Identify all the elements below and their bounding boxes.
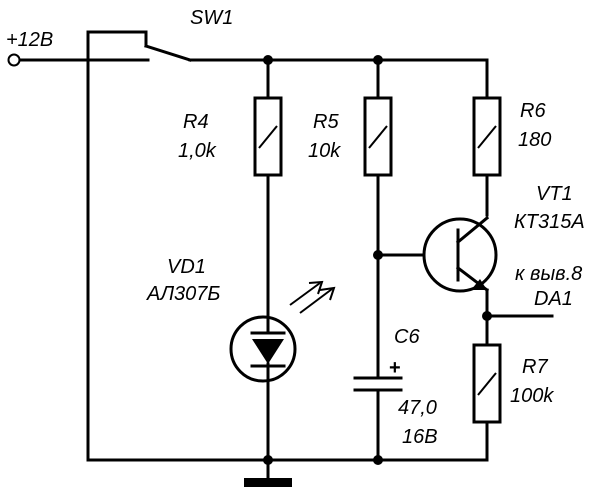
r7-resistor	[472, 343, 502, 424]
r4-ref: R4	[183, 111, 209, 133]
r7-ref: R7	[522, 356, 548, 378]
junction-dot	[373, 55, 383, 65]
c6-ref: C6	[394, 326, 420, 348]
r5-resistor	[363, 96, 393, 177]
output-line2: DA1	[534, 288, 573, 310]
ground-symbol	[244, 478, 292, 487]
c6-voltage: 16В	[402, 426, 438, 448]
power-label: +12В	[6, 29, 53, 51]
c6-value: 47,0	[398, 397, 437, 419]
junction-dot	[263, 55, 273, 65]
power-terminal	[7, 53, 21, 67]
vd1-part: АЛ307Б	[146, 283, 220, 305]
vt1-ref: VT1	[536, 183, 573, 205]
output-line1: к выв.8	[515, 263, 582, 285]
r4-resistor	[253, 96, 283, 177]
r4-value: 1,0k	[178, 140, 217, 162]
r6-ref: R6	[520, 100, 546, 122]
vd1-led	[229, 315, 297, 383]
vt1-part: КТ315А	[514, 211, 585, 233]
junction-dot	[373, 250, 383, 260]
r6-resistor	[472, 96, 502, 177]
switch-ref: SW1	[190, 7, 233, 29]
junction-dot	[482, 311, 492, 321]
r5-value: 10k	[308, 140, 341, 162]
vd1-emission-arrows	[289, 280, 336, 314]
switch-sw1	[18, 30, 192, 62]
r7-value: 100k	[510, 385, 554, 407]
r5-ref: R5	[313, 111, 339, 133]
junction-dot	[373, 455, 383, 465]
r6-value: 180	[518, 129, 551, 151]
c6-polarity: +	[389, 357, 401, 379]
junction-dot	[263, 455, 273, 465]
vt1-transistor	[422, 215, 498, 293]
vd1-ref: VD1	[167, 256, 206, 278]
c6-capacitor	[353, 376, 403, 392]
